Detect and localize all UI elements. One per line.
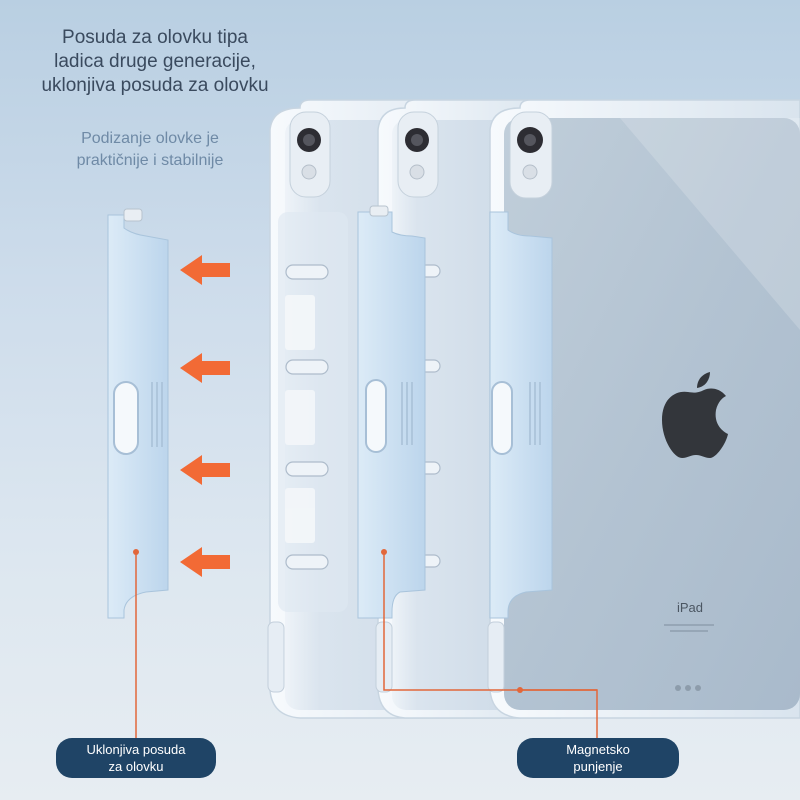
callout-left-line-1: Uklonjiva posuda: [86, 742, 186, 757]
tablet-label: iPad: [677, 600, 703, 615]
callout-magnetic-charging: Magnetsko punjenje: [517, 738, 679, 778]
headline-line-1: Posuda za olovku tipa: [62, 27, 248, 48]
headline-line-2: ladica druge generacije,: [54, 51, 256, 72]
arrow-left-icon: [180, 255, 230, 285]
tablet-back: [504, 118, 800, 710]
callout-right-line-1: Magnetsko: [566, 742, 630, 757]
headline-line-3: uklonjiva posuda za olovku: [41, 75, 269, 96]
headline: Posuda za olovku tipa ladica druge gener…: [20, 26, 290, 98]
arrow-left-icon: [180, 455, 230, 485]
apple-logo-icon: [662, 372, 728, 458]
insert-arrows: [180, 255, 230, 577]
subline-line-2: praktičnije i stabilnije: [76, 152, 224, 169]
removable-pencil-holder: [107, 208, 169, 619]
arrow-left-icon: [180, 353, 230, 383]
subline-line-1: Podizanje olovke je: [81, 130, 219, 147]
callout-lines: [135, 552, 598, 738]
camera-bump: [289, 111, 331, 198]
case-front: iPad: [487, 99, 800, 719]
camera-bump: [397, 111, 439, 198]
callout-removable-holder: Uklonjiva posuda za olovku: [56, 738, 216, 778]
camera-bump: [509, 111, 553, 199]
callout-left-line-2: za olovku: [108, 759, 164, 774]
callout-line-right: [383, 552, 598, 738]
callout-right-line-2: punjenje: [573, 759, 623, 774]
subline: Podizanje olovke je praktičnije i stabil…: [30, 128, 270, 172]
arrow-left-icon: [180, 547, 230, 577]
